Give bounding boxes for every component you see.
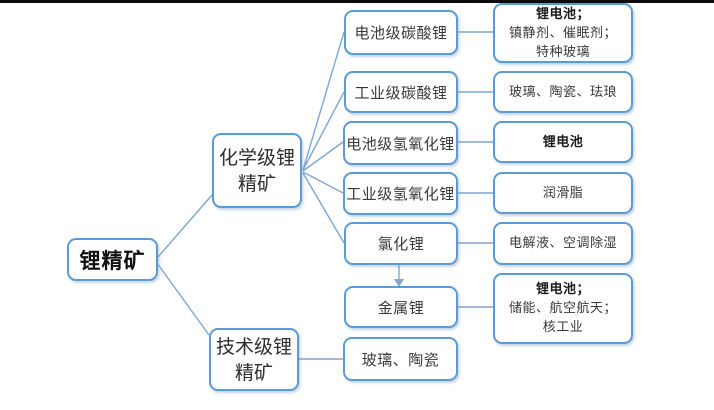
- node-label-line: 化学级锂: [218, 146, 295, 169]
- node-app-glass-ceramics-enamel: 玻璃、陶瓷、珐琅: [493, 71, 633, 113]
- node-label-line: 技术级锂: [215, 335, 292, 358]
- node-app-lithium-battery: 锂电池: [493, 121, 633, 163]
- node-app-battery-sedative-glass: 锂电池； 镇静剂、催眠剂； 特种玻璃: [493, 3, 633, 63]
- edge-chemical-to-chloride: [302, 172, 345, 244]
- node-app-battery-storage-aerospace-nuclear: 锂电池； 储能、航空航天； 核工业: [493, 273, 633, 344]
- node-lithium-metal: 金属锂: [344, 286, 458, 328]
- edge-root-to-technical: [156, 262, 210, 336]
- node-app-lubricating-grease: 润滑脂: [493, 172, 633, 214]
- app-label-line: 锂电池；: [535, 282, 590, 297]
- down-arrowhead: [394, 279, 404, 287]
- app-label-line: 润滑脂: [542, 185, 584, 201]
- node-industrial-grade-lithium-carbonate: 工业级碳酸锂: [344, 71, 458, 113]
- node-technical-grade-concentrate: 技术级锂 精矿: [209, 328, 299, 391]
- edge-chemical-to-industrial-hydroxide: [302, 171, 344, 194]
- node-lithium-concentrate: 锂精矿: [67, 238, 158, 281]
- node-label-line: 精矿: [234, 361, 273, 384]
- app-label-line: 镇静剂、催眠剂；: [508, 25, 617, 41]
- node-chemical-grade-concentrate: 化学级锂 精矿: [212, 133, 302, 208]
- node-label-line: 精矿: [237, 172, 276, 195]
- node-app-electrolyte-dehumidification: 电解液、空调除湿: [493, 222, 633, 265]
- edge-chemical-to-battery-carbonate: [302, 31, 345, 171]
- edge-chemical-to-battery-hydroxide: [302, 141, 344, 172]
- app-label-line: 电解液、空调除湿: [508, 236, 617, 251]
- app-label-line: 玻璃、陶瓷、珐琅: [508, 84, 617, 100]
- edge-root-to-chemical: [157, 194, 213, 258]
- node-industrial-grade-lithium-hydroxide: 工业级氢氧化锂: [343, 172, 458, 215]
- app-label-line: 特种玻璃: [535, 44, 590, 60]
- edge-chemical-to-industrial-carbonate: [302, 91, 345, 171]
- node-battery-grade-lithium-hydroxide: 电池级氢氧化锂: [343, 121, 458, 165]
- top-border-bar: [0, 0, 714, 3]
- app-label-line: 锂电池: [542, 134, 584, 150]
- node-lithium-chloride: 氯化锂: [344, 222, 458, 265]
- app-label-line: 核工业: [542, 320, 584, 335]
- node-glass-ceramics: 玻璃、陶瓷: [343, 337, 458, 381]
- app-label-line: 储能、航空航天；: [508, 301, 617, 316]
- app-label-line: 锂电池；: [535, 6, 590, 22]
- node-battery-grade-lithium-carbonate: 电池级碳酸锂: [344, 10, 458, 55]
